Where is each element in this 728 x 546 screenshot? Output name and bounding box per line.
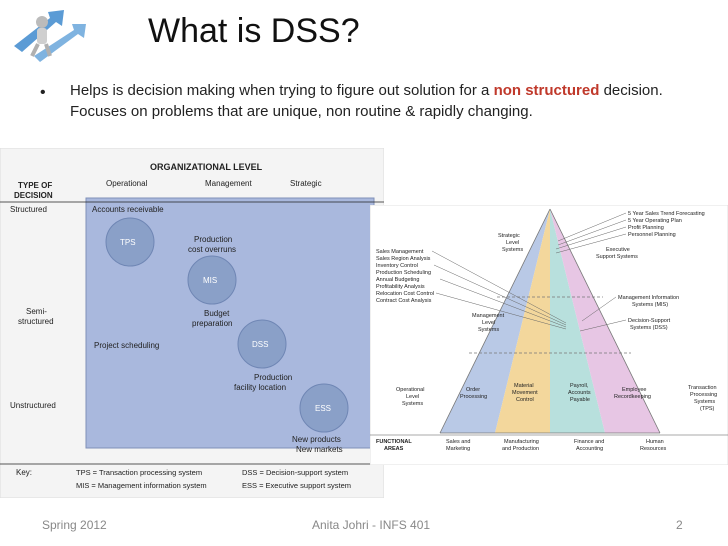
row-semi-structured-1: Semi-	[26, 307, 47, 316]
bubble-ess	[299, 383, 349, 433]
bubble-ess-label: ESS	[315, 404, 331, 413]
bullet-text-part: decision. Focuses on problems that are u…	[70, 82, 663, 120]
top-item-2: Profit Planning	[628, 225, 664, 231]
page-number: 2	[676, 518, 683, 532]
footer-date: Spring 2012	[42, 518, 107, 532]
area-sales-2: Marketing	[446, 446, 470, 452]
level-strategic: Strategic	[290, 179, 322, 188]
executive-1: Executive	[606, 247, 630, 253]
cell-order-2: Processing	[460, 394, 487, 400]
level-management: Management	[205, 179, 252, 188]
left-item-5: Profitability Analysis	[376, 284, 425, 290]
dss-label-1: Decision-Support	[628, 318, 671, 324]
strategic-1: Strategic	[498, 233, 520, 239]
item-new-markets: New markets	[296, 445, 343, 454]
bubble-tps	[105, 217, 155, 267]
item-budget-1: Budget	[204, 309, 230, 318]
tps-label-4: (TPS)	[700, 406, 715, 412]
item-new-products: New products	[292, 435, 341, 444]
cell-payroll-2: Accounts	[568, 390, 591, 396]
tps-label-3: Systems	[694, 399, 715, 405]
item-facility-location-2: facility location	[234, 383, 286, 392]
top-item-3: Personnel Planning	[628, 232, 676, 238]
functional-areas-1: FUNCTIONAL	[376, 439, 412, 445]
key-mis: MIS = Management information system	[76, 481, 207, 490]
item-production-costs-1: Production	[194, 235, 232, 244]
bubble-dss-label: DSS	[252, 340, 268, 349]
management-3: Systems	[478, 327, 499, 333]
strategic-3: Systems	[502, 247, 523, 253]
executive-2: Support Systems	[596, 254, 638, 260]
dss-label-2: Systems (DSS)	[630, 325, 668, 331]
area-hr-1: Human	[646, 439, 664, 445]
bullet-text-part: Helps is decision making when trying to …	[70, 82, 494, 99]
key-dss: DSS = Decision-support system	[242, 468, 348, 477]
top-item-0: 5 Year Sales Trend Forecasting	[628, 211, 705, 217]
item-project-scheduling: Project scheduling	[94, 341, 159, 350]
tps-label-2: Processing	[690, 392, 717, 398]
area-manufacturing-2: and Production	[502, 446, 539, 452]
bubble-mis-label: MIS	[203, 276, 217, 285]
cell-payroll-3: Payable	[570, 397, 590, 403]
bullet-marker: •	[40, 84, 46, 101]
area-finance-2: Accounting	[576, 446, 603, 452]
row-structured: Structured	[10, 205, 47, 214]
footer-author: Anita Johri - INFS 401	[312, 518, 431, 532]
operational-3: Systems	[402, 401, 423, 407]
area-hr-2: Resources	[640, 446, 667, 452]
item-budget-2: preparation	[192, 319, 232, 328]
mis-label-1: Management Information	[618, 295, 679, 301]
key-label: Key:	[16, 468, 32, 477]
slide-title: What is DSS?	[148, 12, 360, 50]
management-1: Management	[472, 313, 505, 319]
type-heading-2: DECISION	[14, 191, 53, 200]
left-item-6: Relocation Cost Control	[376, 291, 434, 297]
cell-material-3: Control	[516, 397, 534, 403]
area-sales-1: Sales and	[446, 439, 470, 445]
left-item-0: Sales Management	[376, 249, 424, 255]
cell-material-1: Material	[514, 383, 534, 389]
level-operational: Operational	[106, 179, 148, 188]
item-facility-location-1: Production	[254, 373, 292, 382]
left-item-7: Contract Cost Analysis	[376, 298, 432, 304]
bullet-highlight: non structured	[493, 82, 600, 99]
row-unstructured: Unstructured	[10, 401, 56, 410]
key-tps: TPS = Transaction processing system	[76, 468, 202, 477]
cell-employee-2: Recordkeeping	[614, 394, 651, 400]
mis-label-2: Systems (MIS)	[632, 302, 668, 308]
left-item-1: Sales Region Analysis	[376, 256, 431, 262]
bubble-dss	[237, 319, 287, 369]
type-heading-1: TYPE OF	[18, 181, 52, 190]
item-production-costs-2: cost overruns	[188, 245, 236, 254]
operational-2: Level	[406, 394, 419, 400]
management-2: Level	[482, 320, 495, 326]
left-item-3: Production Scheduling	[376, 270, 431, 276]
cell-material-2: Movement	[512, 390, 538, 396]
functional-areas-2: AREAS	[384, 446, 404, 452]
figure-arrows-logo	[14, 10, 86, 62]
cell-order-1: Order	[466, 387, 480, 393]
item-accounts-receivable: Accounts receivable	[92, 205, 164, 214]
left-item-4: Annual Budgeting	[376, 277, 419, 283]
area-finance-1: Finance and	[574, 439, 604, 445]
chart-heading: ORGANIZATIONAL LEVEL	[150, 162, 263, 172]
row-semi-structured-2: structured	[18, 317, 54, 326]
tps-label-1: Transaction	[688, 385, 717, 391]
cell-employee-1: Employee	[622, 387, 646, 393]
pyramid-diagram: 5 Year Sales Trend Forecasting 5 Year Op…	[370, 205, 728, 465]
bullet-text: Helps is decision making when trying to …	[70, 80, 710, 122]
bubble-mis	[187, 255, 237, 305]
area-manufacturing-1: Manufacturing	[504, 439, 539, 445]
bubble-tps-label: TPS	[120, 238, 136, 247]
top-item-1: 5 Year Operating Plan	[628, 218, 682, 224]
strategic-2: Level	[506, 240, 519, 246]
left-item-2: Inventory Control	[376, 263, 418, 269]
cell-payroll-1: Payroll,	[570, 383, 589, 389]
operational-1: Operational	[396, 387, 424, 393]
organizational-level-chart: ORGANIZATIONAL LEVEL TYPE OF DECISION Op…	[0, 148, 384, 498]
key-ess: ESS = Executive support system	[242, 481, 351, 490]
